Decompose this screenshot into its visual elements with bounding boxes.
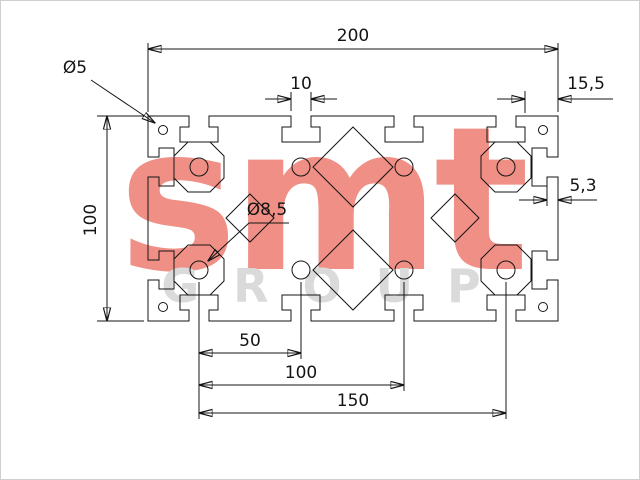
dim-label-pitch-50: 50 — [239, 331, 261, 351]
dim-label-edge-offset: 15,5 — [567, 74, 605, 94]
leader-line — [90, 79, 155, 123]
dim-label-core-hole: Ø8,5 — [247, 200, 287, 220]
corner-holes — [158, 125, 548, 312]
dim-label-wall-thickness: 5,3 — [569, 176, 596, 196]
core-hole — [496, 157, 516, 177]
dim-label-overall-height: 100 — [81, 204, 101, 236]
cavity-octagon — [480, 141, 532, 193]
leader-corner-hole-dia: Ø5 — [63, 58, 155, 123]
internal-cavities — [173, 126, 532, 311]
dim-pitch-150: 150 — [199, 282, 506, 419]
dim-label-slot-opening: 10 — [290, 74, 312, 94]
core-hole — [291, 260, 311, 280]
corner-hole — [538, 125, 548, 135]
core-hole — [291, 157, 311, 177]
core-hole — [189, 157, 209, 177]
watermark-subtitle: GROUP — [161, 259, 515, 313]
dim-wall-thickness: 5,3 — [519, 176, 597, 206]
leader-core-hole-dia: Ø8,5 — [208, 200, 289, 261]
core-hole — [394, 260, 414, 280]
center-diamond — [312, 229, 394, 311]
core-holes — [189, 157, 516, 280]
leader-line — [208, 222, 289, 261]
dim-label-corner-hole: Ø5 — [63, 58, 87, 78]
cavity-octagon — [173, 141, 225, 193]
core-hole — [394, 157, 414, 177]
dim-overall-width: 200 — [148, 26, 558, 112]
corner-hole — [538, 302, 548, 312]
mid-diamond — [430, 193, 480, 243]
center-diamond — [312, 126, 394, 208]
mid-diamond — [225, 193, 275, 243]
dim-overall-height: 100 — [81, 116, 144, 321]
dim-pitch-100: 100 — [199, 282, 404, 391]
cavity-octagon — [480, 244, 532, 296]
dim-label-pitch-100: 100 — [285, 363, 317, 383]
dim-slot-width: 10 — [265, 74, 337, 111]
cavity-octagon — [173, 244, 225, 296]
dim-edge-offset: 15,5 — [497, 74, 613, 113]
dim-pitch-50: 50 — [199, 282, 301, 419]
corner-hole — [158, 125, 168, 135]
dim-label-pitch-150: 150 — [337, 391, 369, 411]
profile-outline — [147, 115, 559, 322]
corner-hole — [158, 302, 168, 312]
core-hole — [189, 260, 209, 280]
core-hole — [496, 260, 516, 280]
dim-label-overall-width: 200 — [337, 26, 369, 46]
